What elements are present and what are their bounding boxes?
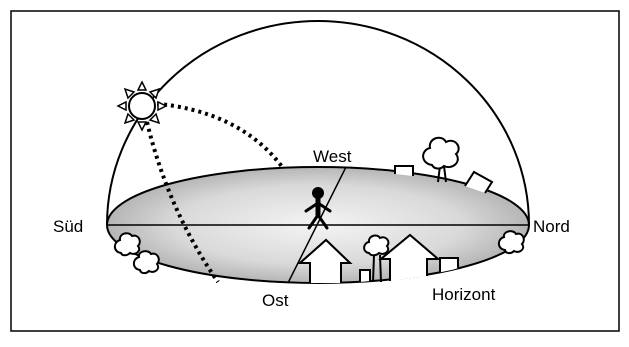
tree-icon-center xyxy=(363,234,390,283)
east-west-line xyxy=(287,166,347,284)
house-icon-back xyxy=(394,165,494,194)
person-icon xyxy=(304,187,332,230)
tree-icon-south-left xyxy=(113,232,160,275)
sun-icon xyxy=(116,80,168,132)
tree-icon-north-right xyxy=(497,230,525,255)
label-north: Nord xyxy=(533,217,570,236)
house-icon-front-outline xyxy=(297,233,459,283)
sky-dome xyxy=(106,20,530,226)
tree-icon-back xyxy=(422,136,460,183)
label-east: Ost xyxy=(262,291,289,310)
sun-path-lower xyxy=(145,121,220,284)
label-west: West xyxy=(313,147,352,166)
label-south: Süd xyxy=(53,217,83,236)
label-horizon: Horizont xyxy=(432,285,496,304)
